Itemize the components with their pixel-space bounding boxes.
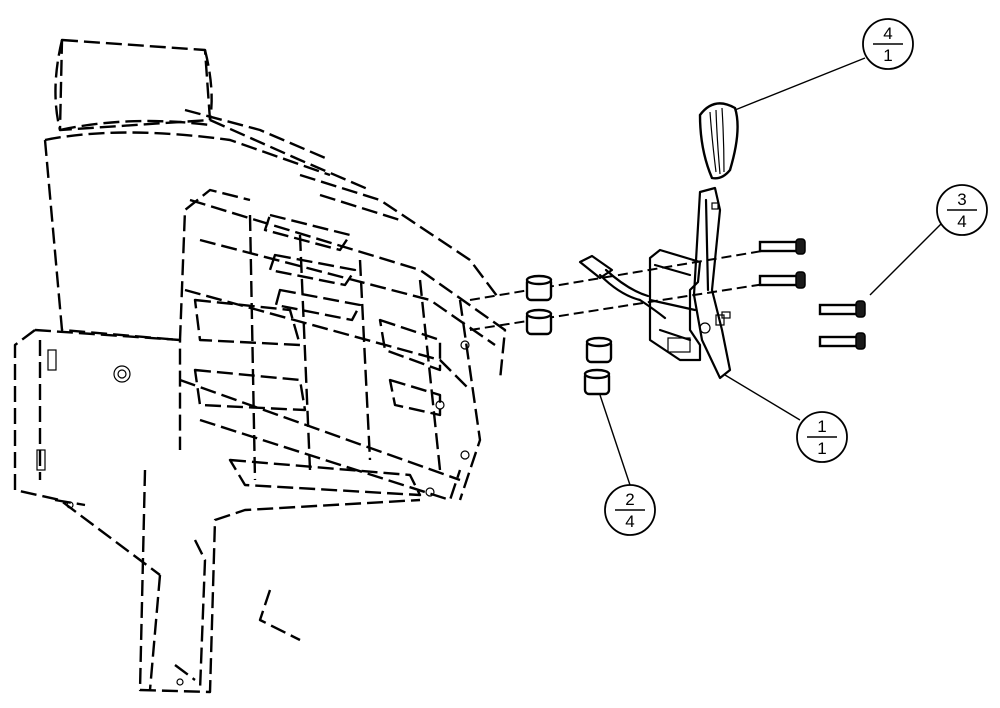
balloon-item-1: 1 1	[796, 411, 848, 463]
balloon-quantity: 4	[957, 212, 966, 231]
leader-lines	[599, 57, 946, 486]
lever-bracket-assembly	[578, 186, 732, 380]
lever-knob	[698, 102, 739, 180]
balloon-item-number: 2	[625, 490, 634, 509]
balloon-quantity: 1	[883, 46, 892, 65]
balloon-quantity: 4	[625, 512, 634, 531]
balloon-item-number: 3	[957, 190, 966, 209]
bolt-2	[758, 271, 806, 289]
balloon-item-2: 2 4	[604, 484, 656, 536]
balloon-item-4: 4 1	[862, 18, 914, 70]
spacer-3	[585, 336, 613, 364]
spacer-4	[583, 368, 611, 396]
balloon-item-3: 3 4	[936, 184, 988, 236]
bolt-3	[818, 300, 866, 318]
balloon-item-number: 4	[883, 24, 892, 43]
bolt-parts	[758, 238, 866, 350]
balloon-quantity: 1	[817, 439, 826, 458]
spacer-parts	[525, 274, 613, 396]
bolt-1	[758, 238, 806, 255]
assembly-centerlines	[469, 247, 791, 331]
balloon-item-number: 1	[817, 417, 826, 436]
spacer-2	[525, 308, 553, 336]
bolt-4	[818, 332, 866, 350]
frame-housing-hidden-lines	[13, 38, 507, 694]
spacer-1	[525, 274, 553, 302]
